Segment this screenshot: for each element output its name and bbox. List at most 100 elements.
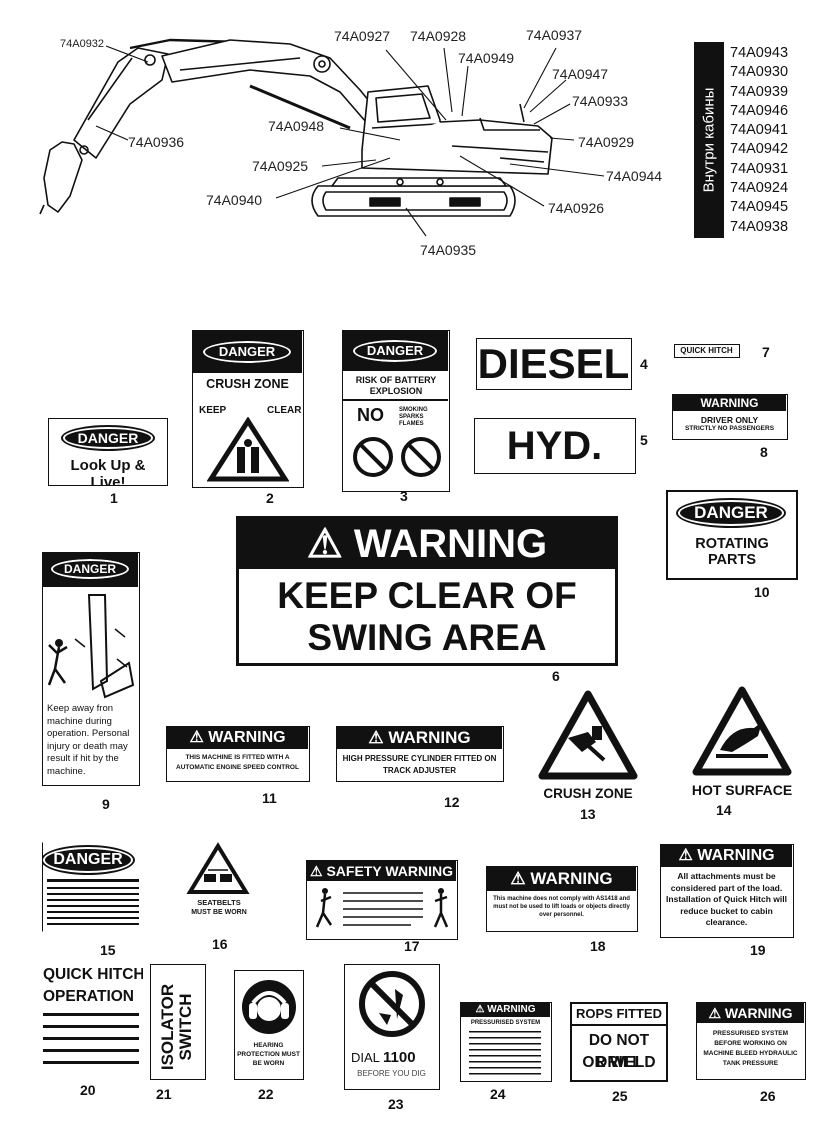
seatbelt-icon	[186, 842, 250, 894]
decal-23-dial-1100: DIAL 1100 BEFORE YOU DIG	[344, 964, 440, 1090]
decal-number: 9	[102, 796, 110, 812]
decal-text: DIESEL	[477, 340, 630, 387]
decal-number: 21	[156, 1086, 172, 1102]
decal-number: 19	[750, 942, 766, 958]
decal-8-driver-only: WARNING DRIVER ONLY STRICTLY NO PASSENGE…	[672, 394, 788, 440]
hot-surface-icon	[692, 686, 792, 776]
machine-hit-icon	[47, 594, 135, 699]
callout-74a0932: 74A0932	[60, 38, 105, 50]
decal-line2: OR WELD	[582, 1054, 656, 1071]
decal-16-line1: SEATBELTS	[197, 898, 241, 907]
decal-13-text: CRUSH ZONE	[543, 786, 633, 801]
inside-code: 74A0939	[730, 83, 789, 100]
warning-triangle-icon: ⚠	[306, 522, 343, 566]
decal-14-text: HOT SURFACE	[691, 782, 793, 798]
decal-line1: ISOLATOR	[158, 983, 177, 1071]
decal-number: 11	[262, 790, 277, 806]
safety-figures-icon	[315, 888, 449, 928]
decal-number: 24	[490, 1086, 506, 1102]
callout-74a0948: 74A0948	[268, 118, 325, 134]
dial-number: 1100	[383, 1049, 416, 1066]
decal-line2: SWITCH	[176, 993, 195, 1061]
decal-no: NO	[357, 405, 384, 425]
decal-text: THIS MACHINE IS FITTED WITH A AUTOMATIC …	[176, 754, 299, 771]
decal-keep: KEEP	[199, 405, 227, 416]
crush-zone-icon	[538, 690, 638, 780]
decal-number: 7	[762, 344, 770, 360]
decal-number: 12	[444, 794, 460, 810]
danger-badge: DANGER	[351, 338, 439, 364]
warning-bar: ⚠ WARNING	[167, 727, 308, 749]
decal-number: 8	[760, 444, 768, 460]
decal-number: 17	[404, 938, 420, 954]
fine-print	[47, 887, 139, 927]
decal-number: 14	[716, 802, 732, 818]
decal-3-battery: DANGER RISK OF BATTERY EXPLOSION NO SMOK…	[342, 330, 450, 492]
decal-number: 5	[640, 432, 648, 448]
decal-7-quick-hitch: QUICK HITCH	[674, 344, 740, 358]
decal-line1: DO NOT DRILL	[588, 1032, 650, 1071]
decal-25-rops: ROPS FITTED DO NOT DRILL OR WELD	[570, 1002, 668, 1082]
warning-triangle-icon: ⚠	[310, 863, 323, 879]
decal-9-keep-away: DANGER Keep away fron machine during ope…	[42, 552, 140, 786]
inside-code: 74A0930	[730, 64, 789, 81]
decal-number: 22	[258, 1086, 274, 1102]
decal-text: QUICK HITCH	[680, 346, 733, 355]
decal-number: 13	[580, 806, 596, 822]
decal-title: CRUSH ZONE	[206, 377, 289, 391]
decal-number: 25	[612, 1088, 628, 1104]
inside-cab-codes: 74A0943 74A0930 74A0939 74A0946 74A0941 …	[730, 44, 788, 237]
inside-code: 74A0942	[730, 141, 789, 158]
decal-20-quick-hitch-op: QUICK HITCH OPERATION	[42, 964, 144, 1078]
inside-code: 74A0946	[730, 102, 789, 119]
inside-code: 74A0931	[730, 160, 789, 177]
decal-title: RISK OF BATTERY EXPLOSION	[355, 375, 437, 396]
decal-list: SMOKING SPARKS FLAMES	[399, 407, 428, 427]
warning-bar: WARNING	[673, 395, 786, 411]
warning-triangle-icon: ⚠	[368, 728, 384, 747]
decal-number: 15	[100, 942, 116, 958]
decal-number: 16	[212, 936, 228, 952]
decal-12-track-adjuster: ⚠ WARNING HIGH PRESSURE CYLINDER FITTED …	[336, 726, 504, 782]
callout-74a0940: 74A0940	[206, 192, 263, 208]
decal-4-diesel: DIESEL	[476, 338, 632, 390]
decal-text: HIGH PRESSURE CYLINDER FITTED ON TRACK A…	[342, 754, 497, 775]
decal-2-crush-zone: DANGER CRUSH ZONE KEEP CLEAR	[192, 330, 304, 488]
decal-6-swing-area: ⚠ WARNING KEEP CLEAR OF SWING AREA	[236, 516, 618, 666]
decal-text: HEARING PROTECTION MUST BE WORN	[237, 1042, 300, 1067]
callout-74a0947: 74A0947	[552, 66, 609, 82]
decal-number: 10	[754, 584, 770, 600]
danger-badge: DANGER	[49, 557, 131, 581]
crush-triangle-icon	[207, 417, 289, 482]
decal-line2: SWING AREA	[307, 617, 547, 658]
decal-text: Look Up & Live!	[70, 457, 146, 486]
dial-sub: BEFORE YOU DIG	[357, 1069, 426, 1078]
inside-code: 74A0943	[730, 45, 789, 61]
decal-text: Keep away fron machine during operation.…	[47, 703, 130, 777]
inside-code: 74A0938	[730, 218, 789, 235]
warning-bar: ⚠ WARNING	[487, 867, 636, 891]
callout-74a0935: 74A0935	[420, 242, 477, 258]
callout-74a0949: 74A0949	[458, 50, 515, 66]
inside-code: 74A0924	[730, 180, 789, 197]
callout-74a0944: 74A0944	[606, 168, 663, 184]
callout-74a0936: 74A0936	[128, 134, 185, 150]
decal-15-danger: DANGER	[42, 842, 144, 932]
decal-22-hearing: HEARING PROTECTION MUST BE WORN	[234, 970, 304, 1080]
warning-bar: ⚠ WARNING	[461, 1003, 550, 1017]
decal-26-pressurised-tank: ⚠ WARNING PRESSURISED SYSTEM BEFORE WORK…	[696, 1002, 806, 1080]
decal-clear: CLEAR	[267, 405, 302, 416]
inside-code: 74A0941	[730, 122, 789, 139]
decal-number: 6	[552, 668, 560, 684]
callout-74a0925: 74A0925	[252, 158, 309, 174]
warning-triangle-icon: ⚠	[189, 729, 204, 746]
decal-text: PRESSURISED SYSTEM	[470, 1020, 541, 1026]
callout-74a0933: 74A0933	[572, 93, 629, 109]
decal-number: 1	[110, 490, 118, 506]
warning-triangle-icon: ⚠	[708, 1005, 721, 1021]
danger-badge: DANGER	[61, 425, 155, 451]
warning-bar: ⚠ WARNING	[239, 519, 615, 569]
decal-text: HYD. OIL	[506, 424, 603, 473]
decal-text: This machine does not comply with AS1418…	[493, 896, 630, 918]
decal-line2: OPERATION	[43, 988, 134, 1005]
